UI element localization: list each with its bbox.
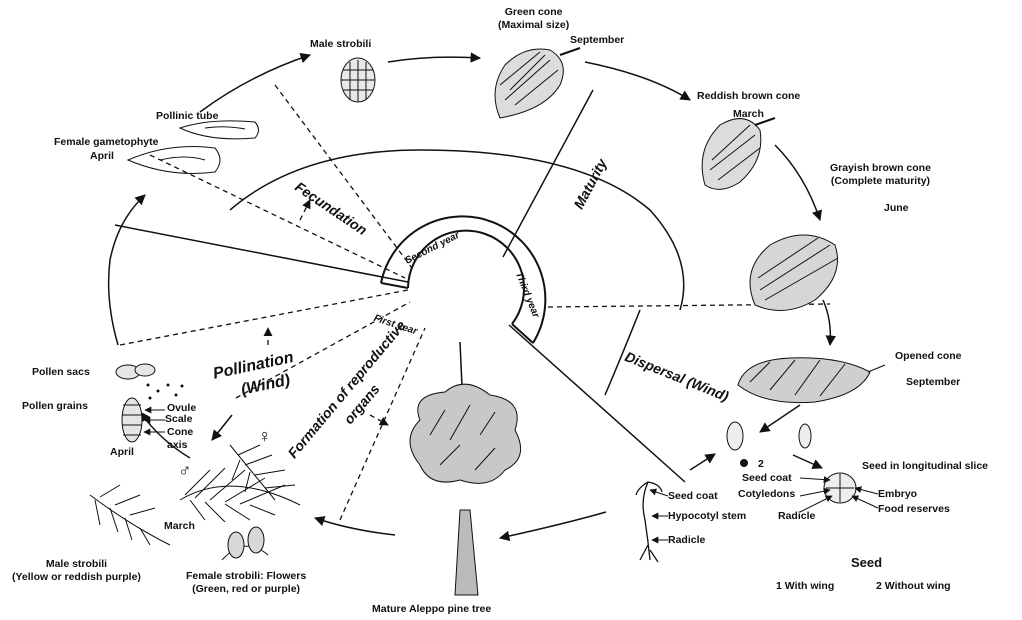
cone-reddish: [702, 118, 775, 189]
cone-grayish: [750, 235, 838, 310]
cone-male-strobili-top: [341, 58, 375, 102]
branch-sketches: [90, 445, 300, 560]
label-male-strobili-bottom: Male strobili (Yellow or reddish purple): [12, 558, 141, 584]
label-opened-cone-month: September: [906, 376, 960, 389]
label-opened-cone: Opened cone: [895, 350, 962, 363]
label-april-top: April: [90, 150, 114, 163]
label-female-gametophyte: Female gametophyte: [54, 136, 158, 149]
label-grayish-cone: Grayish brown cone (Complete maturity): [830, 162, 931, 188]
label-march-left: March: [164, 520, 195, 533]
label-scale: Scale: [165, 413, 192, 426]
label-food-reserves: Food reserves: [878, 503, 950, 516]
label-female-strobili: Female strobili: Flowers (Green, red or …: [186, 570, 306, 596]
seed-legend-item-2: 2 Without wing: [876, 580, 951, 593]
label-reddish-cone: Reddish brown cone: [697, 90, 800, 103]
label-green-cone-month: September: [570, 34, 624, 47]
label-seed-coat-left: Seed coat: [668, 490, 718, 503]
label-pollinic-tube: Pollinic tube: [156, 110, 218, 123]
label-radicle-mid: Radicle: [778, 510, 815, 523]
label-pollen-grains: Pollen grains: [22, 400, 88, 413]
seedling-sketch: [636, 482, 662, 562]
label-hypocotyl: Hypocotyl stem: [668, 510, 746, 523]
female-symbol-icon: ♀: [258, 426, 272, 447]
pollen-grain-dots: [147, 384, 184, 400]
male-symbol-icon: ♂: [178, 460, 192, 481]
label-num-2: 2: [758, 458, 764, 471]
seed-legend-title: Seed: [851, 556, 882, 569]
label-cone-axis: Cone axis: [167, 426, 193, 452]
seed-legend-item-1: 1 With wing: [776, 580, 834, 593]
label-longitudinal-slice: Seed in longitudinal slice: [862, 460, 988, 473]
label-reddish-cone-month: March: [733, 108, 764, 121]
label-pollen-sacs: Pollen sacs: [32, 366, 90, 379]
label-male-strobili-top: Male strobili: [310, 38, 371, 51]
pollen-sketch: [116, 364, 155, 442]
cone-opened: [738, 358, 885, 403]
label-embryo: Embryo: [878, 488, 917, 501]
label-radicle-left: Radicle: [668, 534, 705, 547]
label-april-left: April: [110, 446, 134, 459]
tree-sketch: [410, 384, 521, 595]
label-mature-tree: Mature Aleppo pine tree: [372, 603, 491, 616]
label-green-cone: Green cone (Maximal size): [498, 6, 569, 32]
label-cotyledons: Cotyledons: [738, 488, 795, 501]
label-grayish-cone-month: June: [884, 202, 909, 215]
cone-green: [495, 48, 580, 118]
label-seed-coat-mid: Seed coat: [742, 472, 792, 485]
